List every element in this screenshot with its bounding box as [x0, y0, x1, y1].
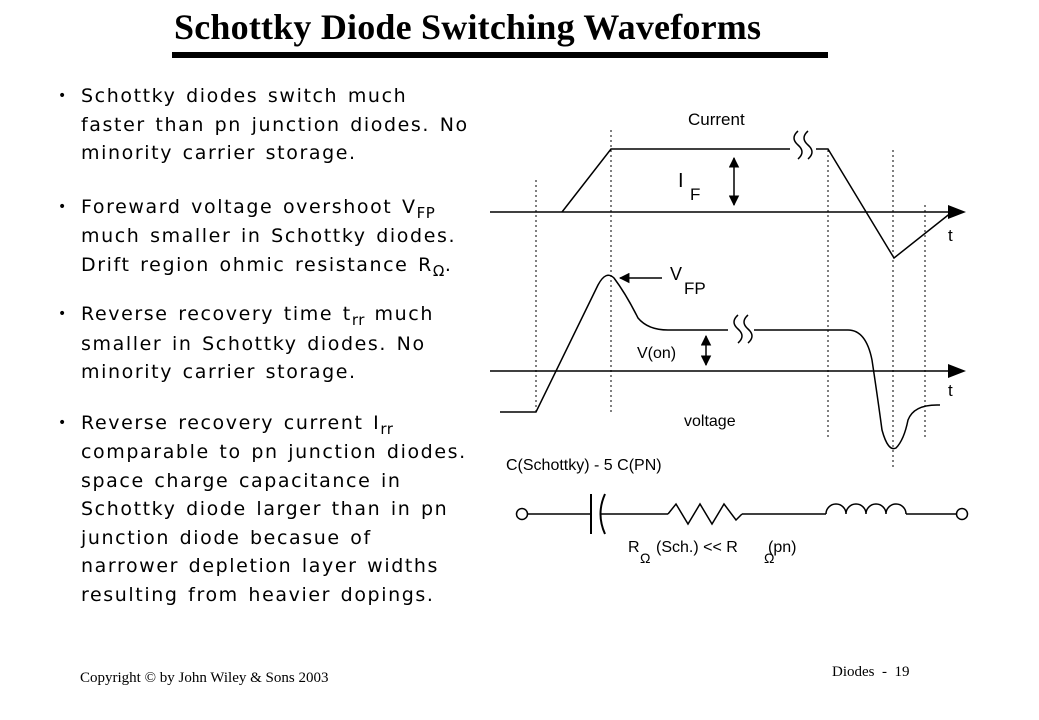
page-number: Diodes - 19 — [832, 664, 910, 680]
voltage-waveform — [490, 272, 966, 450]
current-waveform — [490, 130, 966, 260]
bullet-line: Schottky diodes switch much — [81, 82, 478, 111]
bullet-line: Reverse recovery current Irr — [81, 409, 478, 439]
bullet-marker: • — [58, 88, 68, 104]
bullet-text: Reverse recovery time t — [81, 303, 352, 325]
capacitor-ratio-label: C(Schottky) - 5 C(PN) — [506, 457, 662, 474]
page-title: Schottky Diode Switching Waveforms — [174, 7, 762, 47]
resistance-label-sub2: Ω — [764, 550, 774, 566]
bullet-line: narrower depletion layer widths — [81, 552, 478, 581]
current-trace-fall — [816, 148, 953, 260]
bullet-text: comparable to pn junction diodes. — [81, 441, 467, 463]
resistance-label-sub1: Ω — [640, 550, 650, 566]
bullet-line: much smaller in Schottky diodes. — [81, 222, 478, 251]
bullet-line: minority carrier storage. — [81, 139, 478, 168]
bullet-text: resulting from heavier dopings. — [81, 583, 435, 606]
subscript: FP — [416, 203, 436, 222]
copyright-notice: Copyright © by John Wiley & Sons 2003 — [80, 670, 329, 686]
voltage-label: voltage — [684, 413, 736, 430]
bullet-text: much smaller in Schottky diodes. — [81, 225, 457, 247]
bullet-line: resulting from heavier dopings. — [81, 581, 478, 610]
time-axis-arrowhead — [948, 205, 966, 219]
bullet-line: junction diode becasue of — [81, 524, 478, 553]
bullet-text: Schottky diode larger than in pn — [81, 498, 449, 520]
subscript: rr — [351, 311, 365, 329]
bullet-line: smaller in Schottky diodes. No — [81, 330, 478, 359]
bullet-line: Schottky diode larger than in pn — [81, 495, 478, 524]
if-label-main: I — [678, 170, 684, 192]
bullet-text: smaller in Schottky diodes. No — [81, 332, 426, 355]
resistor-zigzag — [667, 502, 743, 526]
voltage-trace-fall — [754, 329, 941, 450]
break-symbol-voltage — [733, 314, 753, 344]
bullet-marker: • — [58, 306, 68, 322]
bullet-marker: • — [58, 414, 68, 431]
bullet-line: Drift region ohmic resistance RΩ. — [81, 251, 478, 281]
vfp-label-sub: FP — [684, 279, 706, 298]
bullet-marker: • — [58, 198, 68, 215]
bullet-text: Reverse recovery current I — [81, 411, 381, 434]
bullet-line: Reverse recovery time trr much — [81, 300, 478, 330]
bullet-text: minority carrier storage. — [81, 361, 357, 383]
time-label-2: t — [948, 381, 953, 400]
bullet-text: Drift region ohmic resistance R — [81, 253, 433, 276]
bullet-text: Foreward voltage overshoot V — [81, 195, 417, 218]
bullet-text-after: much — [364, 303, 434, 325]
current-trace — [561, 148, 790, 213]
vfp-label-main: V — [670, 264, 682, 284]
bullet-text: junction diode becasue of — [81, 526, 372, 549]
bullet-text: narrower depletion layer widths — [81, 555, 440, 577]
bullet-line: Foreward voltage overshoot VFP — [81, 193, 478, 223]
bullet-list: • Schottky diodes switch much faster than … — [58, 82, 478, 609]
right-terminal — [955, 507, 969, 521]
subscript: Ω — [432, 261, 445, 280]
resistance-label-mid: (Sch.) << R — [656, 539, 738, 556]
current-label: Current — [688, 110, 745, 129]
title-underline — [172, 52, 828, 58]
left-terminal — [515, 507, 529, 521]
bullet-text-after: . — [444, 253, 453, 276]
bullet-line: space charge capacitance in — [81, 467, 478, 496]
time-axis-arrowhead-2 — [948, 364, 966, 378]
bullet-text: faster than pn junction diodes. No — [81, 113, 469, 136]
dotted-guide-lines — [535, 130, 926, 468]
von-label: V(on) — [637, 345, 676, 362]
subscript: rr — [380, 419, 394, 438]
time-label-1: t — [948, 226, 953, 245]
resistance-label-end: (pn) — [768, 539, 796, 556]
bullet-text: space charge capacitance in — [81, 469, 402, 492]
if-label-sub: F — [690, 185, 700, 204]
resistance-label-r1: R — [628, 539, 640, 556]
bullet-text: minority carrier storage. — [81, 142, 357, 164]
equivalent-circuit — [515, 493, 969, 535]
bullet-line: comparable to pn junction diodes. — [81, 438, 478, 467]
voltage-trace — [500, 274, 728, 413]
bullet-line: faster than pn junction diodes. No — [81, 111, 478, 140]
bullet-line: minority carrier storage. — [81, 358, 478, 387]
bullet-text: Schottky diodes switch much — [81, 85, 408, 107]
break-symbol-current — [793, 130, 813, 160]
inductor-coils — [825, 503, 907, 515]
bullet-item: • Schottky diodes switch much faster than … — [58, 82, 478, 168]
